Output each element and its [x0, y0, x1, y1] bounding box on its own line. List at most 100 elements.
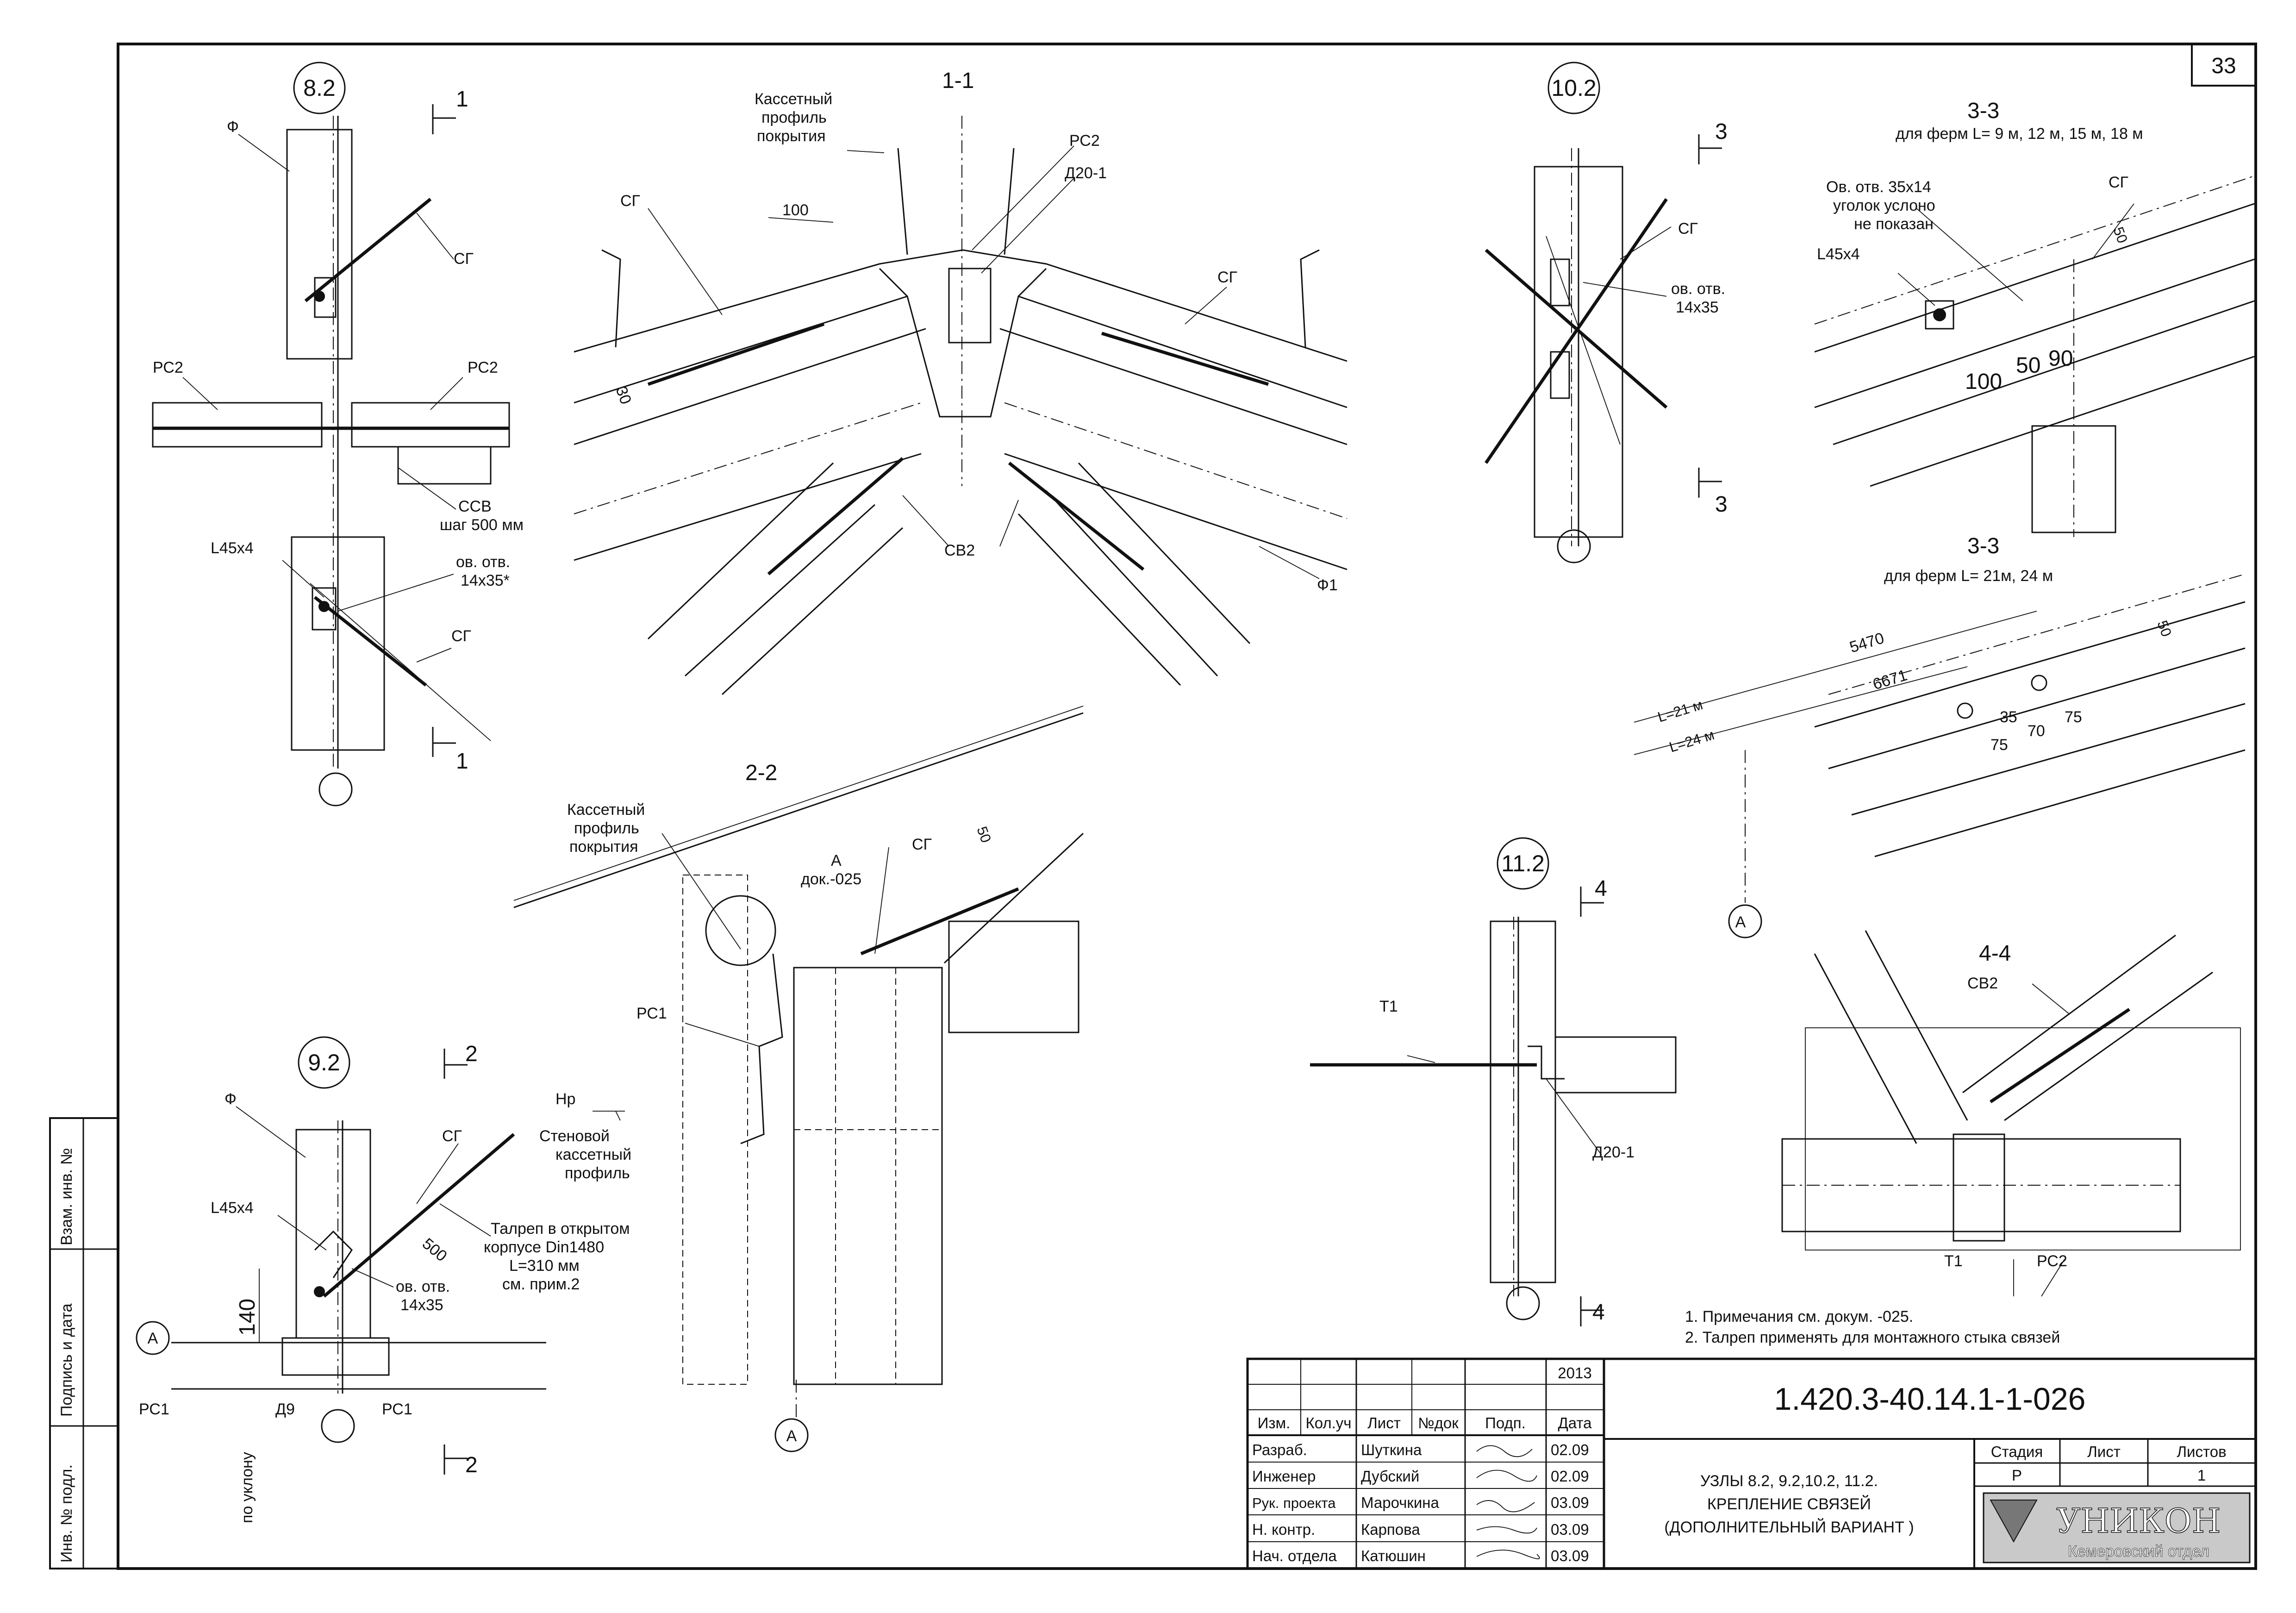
sheet-number: 33: [2211, 54, 2236, 78]
s22-dim50: 50: [973, 824, 994, 844]
s33b-dim70: 70: [2028, 722, 2045, 740]
node-9-2-dim500: 500: [419, 1235, 450, 1265]
tb-company-sub: Кемеровский отдел: [2068, 1543, 2209, 1560]
node-9-2-turnbuckle3: L=310 мм: [509, 1257, 580, 1275]
node-9-2-section-bottom: 2: [465, 1453, 478, 1477]
section-1-1-title: 1-1: [942, 69, 974, 93]
node-9-2-d9: Д9: [275, 1400, 295, 1418]
node-9-2-sg: СГ: [442, 1127, 462, 1145]
tb-row-role: Н. контр.: [1252, 1521, 1315, 1538]
tb-sheet-header: Лист: [2087, 1443, 2121, 1460]
node-8-2-rs2-left: РС2: [153, 359, 183, 376]
s11-sg-right: СГ: [1217, 269, 1237, 286]
section-2-2-title: 2-2: [745, 761, 777, 785]
s11-dim100: 100: [782, 201, 809, 219]
s22-wall3: профиль: [565, 1164, 630, 1182]
node-11-2-section-top: 4: [1595, 876, 1607, 901]
node-8-2-ssv: ССВ: [458, 498, 492, 515]
tb-row-name: Шуткина: [1361, 1441, 1422, 1458]
s22-doc: док.-025: [801, 870, 861, 888]
tb-row-role: Рук. проекта: [1252, 1495, 1336, 1511]
node-8-2-section-bottom: 1: [456, 749, 468, 774]
s11-cassette3: покрытия: [757, 127, 826, 145]
node-8-2-sg-bottom: СГ: [451, 627, 471, 645]
node-10-2-hole1: ов. отв.: [1671, 280, 1725, 298]
section-3-3a-title: 3-3: [1967, 99, 1999, 123]
node-9-2-turnbuckle4: см. прим.2: [502, 1275, 580, 1293]
node-10-2-id: 10.2: [1551, 75, 1596, 101]
s33a-dim100: 100: [1965, 369, 2002, 394]
tb-row-date: 03.09: [1551, 1521, 1589, 1538]
tb-header-izm: Изм.: [1258, 1414, 1291, 1432]
tb-description-2: КРЕПЛЕНИЕ СВЯЗЕЙ: [1707, 1495, 1871, 1513]
side-stamp: [49, 1117, 119, 1569]
s44-t1: Т1: [1944, 1252, 1963, 1270]
s22-cassette2: профиль: [574, 819, 639, 837]
tb-header-data: Дата: [1558, 1414, 1592, 1432]
s22-rs1: РС1: [636, 1005, 667, 1022]
node-8-2-id: 8.2: [303, 75, 336, 101]
tb-sheets: 1: [2197, 1467, 2206, 1484]
tb-row-date: 03.09: [1551, 1494, 1589, 1511]
node-11-2-d20: Д20-1: [1592, 1144, 1635, 1161]
tb-sheets-header: Листов: [2177, 1443, 2226, 1460]
s11-cassette1: Кассетный: [755, 90, 832, 108]
s33b-axis: А: [1735, 913, 1746, 931]
tb-stage: Р: [2012, 1467, 2022, 1484]
s33b-dim50: 50: [2154, 618, 2175, 638]
s11-f1: Ф1: [1317, 576, 1338, 594]
node-8-2-ssv-step: шаг 500 мм: [440, 516, 524, 534]
s22-wall1: Стеновой: [539, 1127, 610, 1145]
s22-cassette1: Кассетный: [567, 801, 645, 819]
tb-row-role: Инженер: [1252, 1468, 1316, 1485]
tb-year: 2013: [1558, 1364, 1591, 1382]
node-8-2-sg-top: СГ: [454, 250, 474, 268]
s44-rs2: РС2: [2037, 1252, 2067, 1270]
node-10-2-hole2: 14x35: [1676, 299, 1719, 316]
s33a-hole-note3: не показан: [1854, 215, 1934, 233]
tb-row-role: Нач. отдела: [1252, 1547, 1337, 1564]
node-9-2-id: 9.2: [308, 1050, 340, 1075]
tb-description-1: УЗЛЫ 8.2, 9.2,10.2, 11.2.: [1700, 1472, 1878, 1490]
section-3-3b-subtitle: для ферм L= 21м, 24 м: [1884, 567, 2053, 585]
tb-row-name: Марочкина: [1361, 1494, 1439, 1511]
stamp-podpis: Подпись и дата: [58, 1303, 75, 1417]
tb-row-name: Катюшин: [1361, 1547, 1426, 1564]
node-10-2-section-bottom: 3: [1715, 492, 1728, 517]
node-11-2-section-bottom: 4: [1592, 1300, 1605, 1325]
s11-cassette2: профиль: [761, 109, 827, 126]
node-10-2-drawing: [1485, 62, 1722, 563]
s11-sv2: СВ2: [944, 542, 975, 559]
node-9-2-slope: по уклону: [238, 1452, 256, 1523]
section-4-4-drawing: [1781, 930, 2241, 1297]
s33a-hole-note1: Ов. отв. 35x14: [1826, 178, 1931, 196]
section-3-3b-title: 3-3: [1967, 534, 1999, 558]
node-9-2-hole2: 14x35: [400, 1296, 443, 1314]
drawing-frame: [117, 43, 2257, 1570]
tb-row-name: Карпова: [1361, 1521, 1420, 1538]
section-1-1-drawing: [574, 116, 1348, 695]
node-9-2-turnbuckle2: корпусе Din1480: [484, 1238, 604, 1256]
tb-row-role: Разраб.: [1252, 1441, 1307, 1458]
section-3-3a-subtitle: для ферм L= 9 м, 12 м, 15 м, 18 м: [1896, 125, 2143, 143]
node-9-2-axis: А: [148, 1330, 158, 1347]
s22-wall2: кассетный: [555, 1146, 631, 1163]
node-9-2-turnbuckle1: Талреп в открытом: [491, 1220, 630, 1238]
s11-rs2: РС2: [1069, 132, 1100, 150]
node-11-2-drawing: [1310, 837, 1677, 1326]
node-10-2-sg: СГ: [1678, 220, 1698, 238]
s11-sg-left: СГ: [620, 192, 640, 210]
title-block-grid: [1246, 1357, 2257, 1570]
s44-sv2: СВ2: [1967, 975, 1998, 992]
node-11-2-id: 11.2: [1501, 850, 1545, 876]
s22-cassette3: покрытия: [569, 838, 638, 856]
tb-row-name: Дубский: [1361, 1468, 1419, 1485]
tb-row-date: 03.09: [1551, 1547, 1589, 1564]
node-8-2-drawing: [152, 62, 510, 806]
s33a-angle: L45x4: [1817, 245, 1860, 263]
node-10-2-section-top: 3: [1715, 119, 1728, 144]
note-2: 2. Талреп применять для монтажного стыка…: [1685, 1329, 2060, 1346]
node-8-2-hole2: 14x35*: [461, 572, 510, 589]
section-4-4-title: 4-4: [1979, 941, 2011, 966]
s33b-l24: L=24 м: [1667, 726, 1716, 756]
